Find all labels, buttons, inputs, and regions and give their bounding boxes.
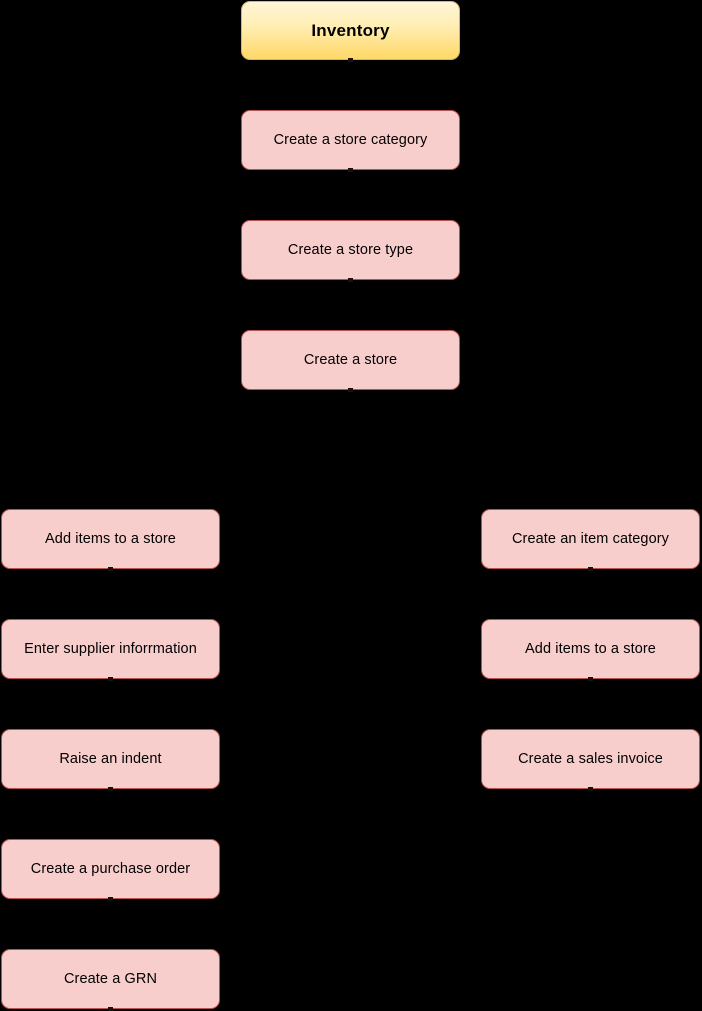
node-add-items-to-a-store[interactable]: Add items to a store — [1, 509, 220, 571]
node-label: Create a store — [303, 351, 398, 368]
node-label: Inventory — [311, 20, 390, 40]
diagram-title-node[interactable]: Inventory — [241, 1, 460, 62]
node-label: Add items to a store — [45, 530, 176, 547]
node-create-a-purchase-order[interactable]: Create a purchase order — [1, 839, 220, 901]
node-label: Add items to a store — [525, 640, 656, 657]
node-create-a-store-type[interactable]: Create a store type — [241, 220, 460, 282]
node-label: Create a sales invoice — [518, 750, 663, 767]
node-label: Create a purchase order — [30, 860, 191, 877]
node-create-a-store[interactable]: Create a store — [241, 330, 460, 392]
node-enter-supplier-inforrmation[interactable]: Enter supplier inforrmation — [1, 619, 220, 681]
node-label: Create an item category — [511, 530, 670, 547]
node-create-a-grn[interactable]: Create a GRN — [1, 949, 220, 1011]
node-create-a-store-category[interactable]: Create a store category — [241, 110, 460, 172]
node-label: Create a store category — [273, 131, 428, 148]
node-add-items-to-a-store[interactable]: Add items to a store — [481, 619, 700, 681]
node-create-a-sales-invoice[interactable]: Create a sales invoice — [481, 729, 700, 791]
node-label: Enter supplier inforrmation — [24, 640, 197, 657]
node-create-an-item-category[interactable]: Create an item category — [481, 509, 700, 571]
node-label: Raise an indent — [59, 750, 162, 767]
node-label: Create a store type — [287, 241, 414, 258]
node-label: Create a GRN — [63, 970, 158, 987]
node-raise-an-indent[interactable]: Raise an indent — [1, 729, 220, 791]
